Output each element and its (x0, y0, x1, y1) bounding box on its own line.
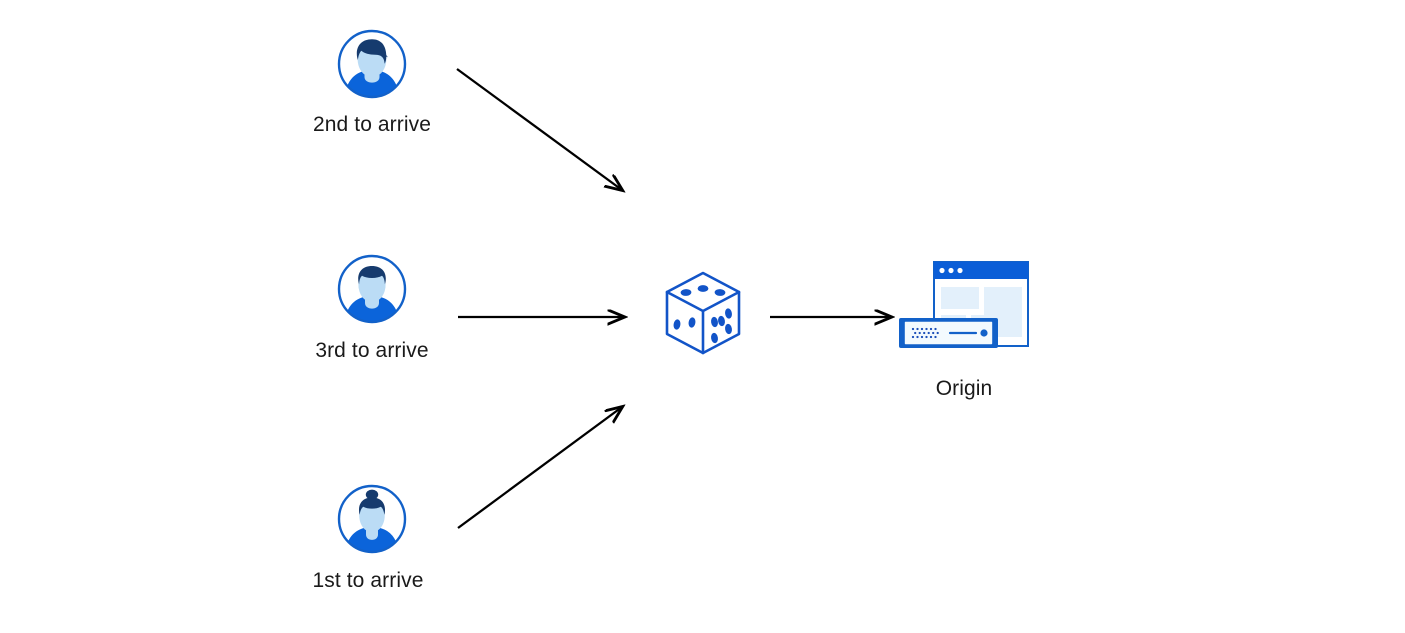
user-avatar-icon (336, 483, 408, 555)
server-device-icon (899, 318, 998, 348)
arrow-1st-to-dice (457, 407, 622, 529)
origin-server-icon (896, 258, 1032, 360)
client-1st-label: 1st to arrive (312, 569, 424, 592)
client-2nd-label: 2nd to arrive (312, 113, 432, 136)
origin-label: Origin (935, 377, 993, 400)
user-avatar-icon (336, 253, 408, 325)
arrow-2nd-to-dice (456, 68, 622, 190)
dice-icon (660, 267, 746, 359)
client-3rd-label: 3rd to arrive (315, 339, 429, 362)
user-avatar-icon (336, 28, 408, 100)
